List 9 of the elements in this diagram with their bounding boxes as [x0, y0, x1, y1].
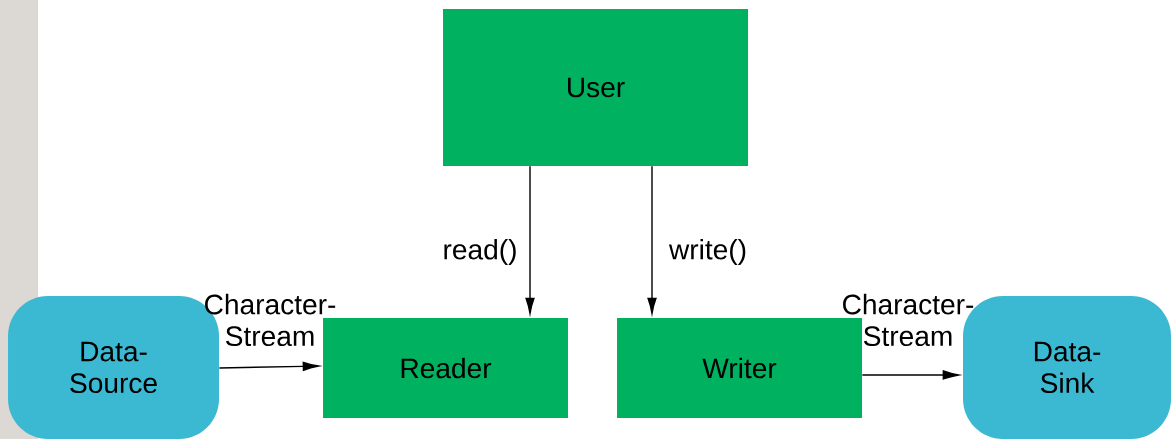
arrow [525, 165, 535, 315]
edge-label: read() [444, 238, 516, 266]
process-box: Writer [617, 318, 862, 418]
arrow [861, 370, 960, 380]
arrow [218, 361, 320, 372]
process-box: User [443, 9, 748, 166]
edge-label: write() [668, 238, 746, 266]
arrow [647, 165, 657, 315]
process-box: Reader [323, 318, 568, 418]
